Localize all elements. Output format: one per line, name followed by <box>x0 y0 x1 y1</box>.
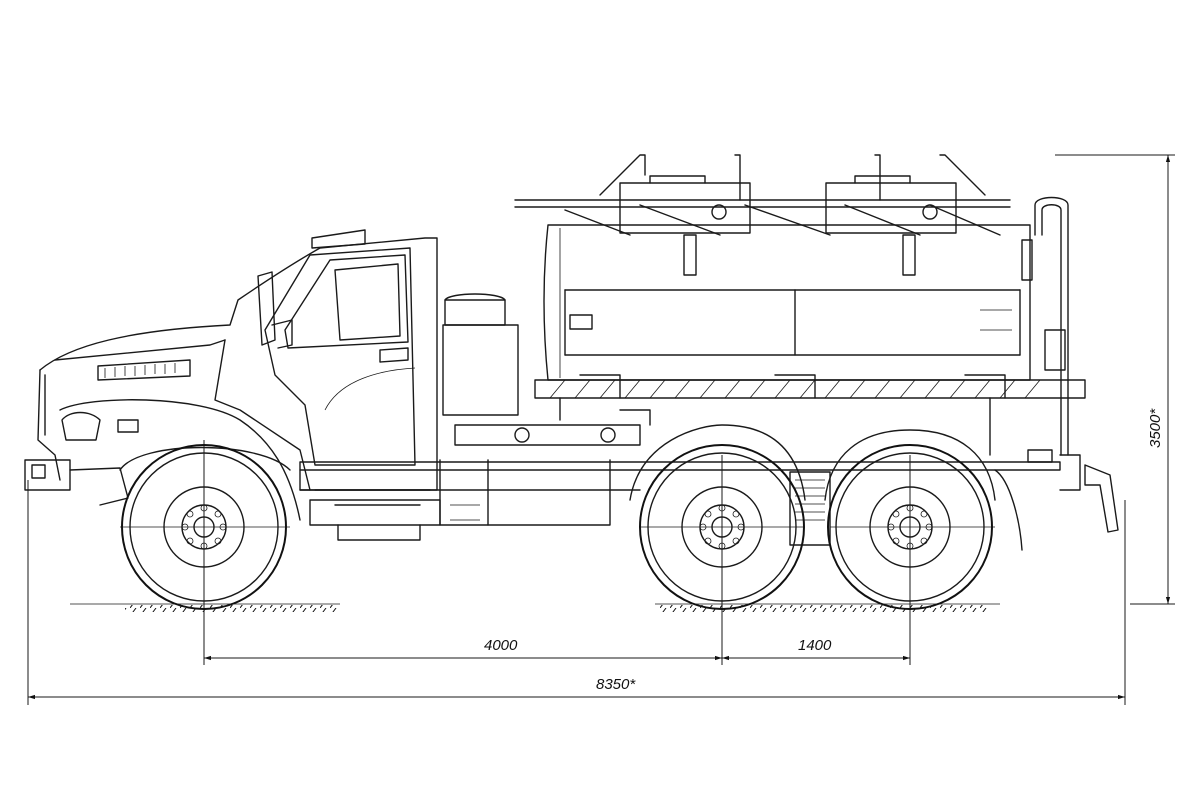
dim-wheelbase-front: 4000 <box>484 637 518 654</box>
front-wheel <box>120 444 290 610</box>
dimension-lines <box>27 154 1175 705</box>
dim-overall-length: 8350* <box>596 676 636 693</box>
truck-cab <box>24 229 438 521</box>
tank-body <box>442 154 1086 456</box>
rear-wheel-front-axle <box>629 424 806 610</box>
ground-line <box>70 603 1000 612</box>
dim-wheelbase-rear: 1400 <box>798 637 832 654</box>
dim-overall-height: 3500* <box>1147 408 1164 448</box>
rear-wheel-rear-axle <box>824 429 1023 610</box>
